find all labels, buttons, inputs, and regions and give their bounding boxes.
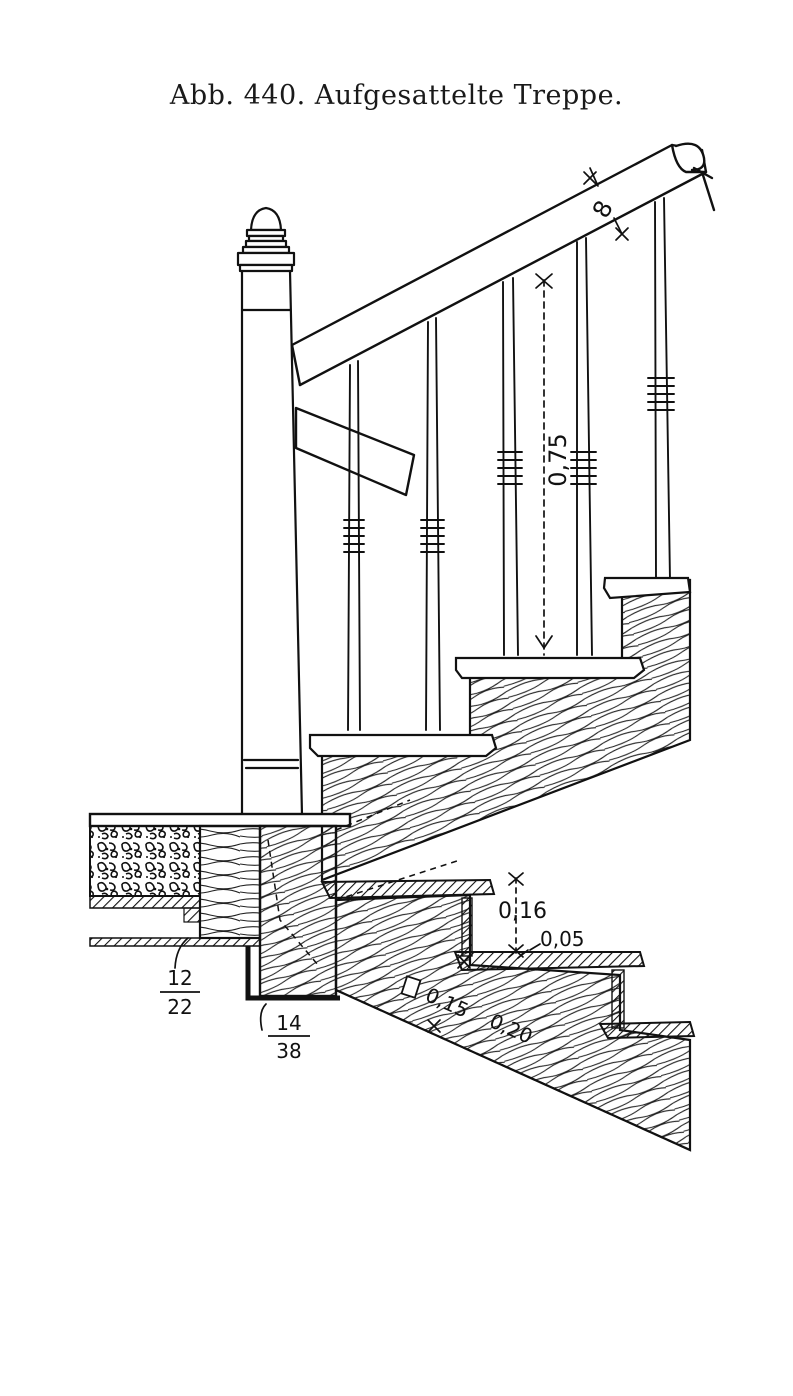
- label-baluster-height: 0,75: [544, 433, 572, 486]
- label-nosing: 0,05: [540, 927, 585, 951]
- label-riser-height: 0,16: [498, 899, 547, 924]
- handrail: [290, 142, 716, 497]
- figure-caption: Abb. 440. Aufgesattelte Treppe.: [169, 80, 624, 111]
- balusters: [343, 197, 675, 731]
- label-joist-bottom: 22: [167, 995, 192, 1019]
- upper-stringer: [308, 576, 692, 882]
- floor-section: [88, 812, 352, 1001]
- newel-post: [236, 206, 304, 817]
- label-trimmer-bottom: 38: [276, 1039, 301, 1063]
- dimension-lines: [174, 167, 629, 1033]
- lower-stringer: [320, 799, 696, 1152]
- label-joist-top: 12: [167, 966, 192, 990]
- label-trimmer-top: 14: [276, 1011, 301, 1035]
